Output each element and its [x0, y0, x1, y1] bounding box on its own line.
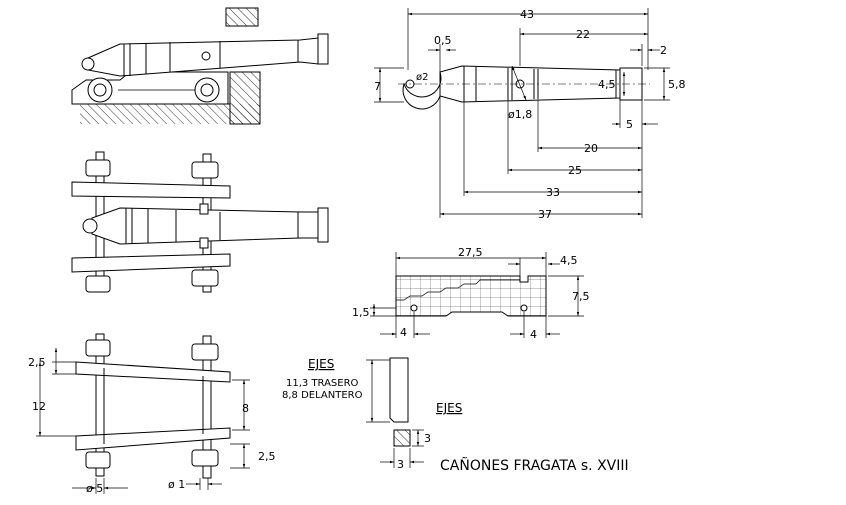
dim-5-8: 5,8 — [668, 78, 686, 91]
carriage-width-label: 12 — [32, 400, 46, 413]
dim-cascabel-dia: ø2 — [416, 72, 428, 83]
axles-small-section: EJES 3 3 — [380, 401, 462, 471]
wheel-thickness-label: 2,5 — [258, 450, 276, 463]
axle-diameter-label: ø 5 — [86, 482, 103, 495]
cheek-axle-height-label: 1,5 — [352, 306, 370, 319]
carriage-gap-label: 2,5 — [28, 356, 46, 369]
side-view-cannon — [71, 7, 329, 125]
ejes-small-bottom: 3 — [397, 458, 404, 471]
dim-25: 25 — [568, 164, 582, 177]
ejes-front-label: 8,8 DELANTERO — [282, 390, 363, 401]
carriage-plan-view — [75, 333, 231, 479]
ejes-rear-label: 11,3 TRASERO — [286, 378, 359, 389]
dim-5: 5 — [626, 118, 633, 131]
ejes-main-heading: EJES — [308, 357, 334, 371]
dim-2: 2 — [660, 44, 667, 57]
carriage-dimensions: 2,5 12 8 2,5 ø 5 ø 1 — [28, 348, 276, 495]
dim-0-5: 0,5 — [434, 34, 452, 47]
cheek-rear-axle-label: 4 — [400, 326, 407, 339]
dim-37: 37 — [538, 208, 552, 221]
cheek-front-axle-label: 4 — [530, 328, 537, 341]
pin-diameter-label: ø 1 — [168, 478, 185, 491]
cheek-height-label: 7,5 — [572, 290, 590, 303]
cheek-dimensions: 27,5 4,5 7,5 1,5 4 4 — [352, 246, 590, 341]
axles-main-section: EJES 11,3 TRASERO 8,8 DELANTERO — [282, 357, 409, 423]
drawing-title: CAÑONES FRAGATA s. XVIII — [440, 457, 629, 474]
cheek-length-label: 27,5 — [458, 246, 483, 259]
dim-22: 22 — [576, 28, 590, 41]
dim-4-5: 4,5 — [598, 78, 616, 91]
dim-33: 33 — [546, 186, 560, 199]
top-view-cannon — [71, 151, 329, 293]
cheek-detail-view — [395, 275, 547, 317]
ejes-small-heading: EJES — [436, 401, 462, 415]
dim-trunnion-dia: ø1,8 — [508, 108, 532, 121]
dim-7: 7 — [374, 80, 381, 93]
carriage-inner-label: 8 — [242, 402, 249, 415]
dim-43: 43 — [520, 8, 534, 21]
cheek-front-step-label: 4,5 — [560, 254, 578, 267]
dim-20: 20 — [584, 142, 598, 155]
ejes-small-side: 3 — [424, 432, 431, 445]
barrel-dimensions: 43 22 0,5 2 7 ø2 4,5 5,8 ø1,8 5 20 2 — [374, 8, 686, 221]
